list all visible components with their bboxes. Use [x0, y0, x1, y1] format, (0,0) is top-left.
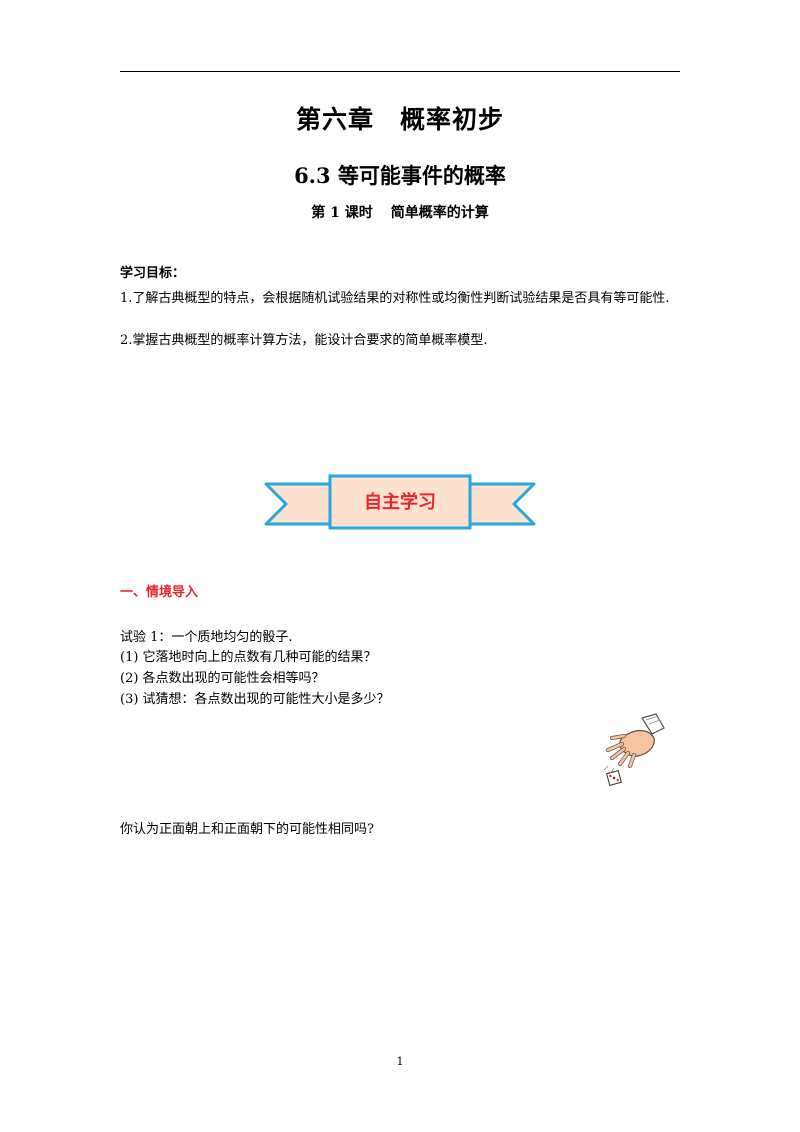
- experiment-intro: 试验 1：一个质地均匀的骰子.: [120, 630, 293, 645]
- question-item-3: (3) 试猜想：各点数出现的可能性大小是多少？: [120, 692, 390, 707]
- goal-item-2: 2.掌握古典概型的概率计算方法，能设计合要求的简单概率模型.: [120, 333, 488, 348]
- chapter-number: 第六章: [295, 105, 374, 134]
- lesson-title: 第 1 课时 简单概率的计算: [0, 202, 800, 222]
- ribbon-banner: [264, 473, 536, 530]
- chapter-name: 概率初步: [400, 105, 505, 134]
- chapter-title: 第六章概率初步: [0, 100, 800, 136]
- final-question: 你认为正面朝上和正面朝下的可能性相同吗?: [120, 822, 374, 837]
- section-one-heading: 一、情境导入: [120, 585, 199, 600]
- page-number: 1: [396, 1055, 404, 1068]
- question-item-1: (1) 它落地时向上的点数有几种可能的结果？: [120, 650, 377, 665]
- goal-item-1: 1.了解古典概型的特点，会根据随机试验结果的对称性或均衡性判断试验结果是否具有等…: [120, 291, 670, 306]
- banner-label: 自主学习: [364, 492, 436, 513]
- question-item-2: (2) 各点数出现的可能性会相等吗？: [120, 671, 325, 686]
- lesson-name: 简单概率的计算: [390, 205, 489, 221]
- section-title: 6.3 等可能事件的概率: [294, 163, 506, 188]
- header-rule: [120, 71, 680, 72]
- lesson-number: 第 1 课时: [311, 205, 373, 221]
- goals-heading: 学习目标：: [120, 266, 186, 281]
- hand-throwing-dice-icon: [603, 713, 665, 786]
